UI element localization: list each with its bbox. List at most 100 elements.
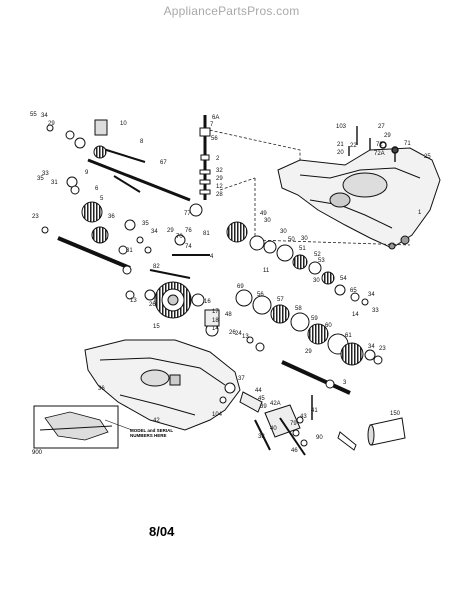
callout-6A: 6A: [212, 115, 219, 121]
callout-43: 43: [300, 414, 307, 420]
watermark: AppliancePartsPros.com: [163, 4, 300, 18]
callout-28: 28: [216, 192, 223, 198]
callout-33: 33: [42, 171, 49, 177]
callout-14: 14: [212, 326, 219, 332]
callout-72A: 72A: [374, 151, 385, 157]
callout-2: 2: [216, 156, 220, 162]
callout-40: 40: [270, 426, 277, 432]
footer-date: 8/04: [149, 524, 175, 539]
callout-48: 48: [225, 312, 232, 318]
callout-34: 34: [368, 344, 375, 350]
callout-34: 34: [368, 292, 375, 298]
callout-29: 29: [167, 228, 174, 234]
callout-34: 34: [41, 113, 48, 119]
callout-9: 9: [85, 170, 89, 176]
callout-36: 36: [108, 214, 115, 220]
callout-21: 21: [337, 142, 344, 148]
model-serial-note: MODEL and SERIAL NUMBERS HERE: [130, 428, 174, 438]
callout-61: 61: [345, 333, 352, 339]
callout-13: 13: [130, 298, 137, 304]
callout-33: 33: [372, 308, 379, 314]
callout-76: 76: [185, 228, 192, 234]
callout-7: 7: [210, 122, 214, 128]
callout-29: 29: [216, 176, 223, 182]
callout-26: 26: [229, 330, 236, 336]
gear-stack: [226, 221, 369, 366]
callout-60: 60: [325, 323, 332, 329]
callout-58: 58: [295, 306, 302, 312]
callout-27: 27: [378, 124, 385, 130]
callout-5: 5: [100, 196, 104, 202]
callout-30: 30: [313, 278, 320, 284]
callout-3: 3: [343, 380, 347, 386]
inset-leader: [104, 419, 133, 431]
callout-56: 56: [257, 292, 264, 298]
callout-59: 59: [311, 316, 318, 322]
callout-26: 26: [149, 302, 156, 308]
callout-55: 55: [30, 112, 37, 118]
callout-50: 50: [288, 237, 295, 243]
callout-56: 56: [211, 136, 218, 142]
callout-15: 15: [153, 324, 160, 330]
callout-42A: 42A: [270, 401, 281, 407]
callout-103: 103: [336, 124, 347, 130]
callout-90: 90: [316, 435, 323, 441]
callout-12: 12: [216, 184, 223, 190]
callout-13: 13: [242, 334, 249, 340]
axle-shaft: [41, 219, 156, 301]
callout-54: 54: [340, 276, 347, 282]
vertical-shaft: [199, 115, 211, 200]
callout-67: 67: [160, 160, 167, 166]
callout-77: 77: [184, 211, 191, 217]
callout-29: 29: [384, 133, 391, 139]
callout-25: 25: [424, 154, 431, 160]
callout-31: 31: [51, 180, 58, 186]
callout-53: 53: [318, 258, 325, 264]
callout-18: 18: [212, 318, 219, 324]
callout-30: 30: [264, 218, 271, 224]
top-bolts: [348, 126, 399, 162]
callout-20: 20: [337, 150, 344, 156]
callout-42: 42: [153, 418, 160, 424]
bevel-gear: [149, 203, 220, 337]
callout-79: 79: [290, 421, 297, 427]
callout-71: 71: [404, 141, 411, 147]
callout-23: 23: [379, 346, 386, 352]
callout-6: 6: [95, 186, 99, 192]
callout-65: 65: [350, 288, 357, 294]
callout-8: 8: [140, 139, 144, 145]
upper-left-shaft: [46, 119, 191, 223]
callout-1: 1: [418, 210, 422, 216]
callout-36: 36: [98, 386, 105, 392]
callout-29: 29: [305, 349, 312, 355]
callout-51: 51: [299, 246, 306, 252]
callout-10: 10: [120, 121, 127, 127]
callout-104: 104: [212, 412, 223, 418]
callout-16: 16: [204, 299, 211, 305]
callout-30: 30: [280, 229, 287, 235]
callout-4: 4: [210, 254, 214, 260]
callout-11: 11: [263, 268, 270, 274]
callout-45: 45: [258, 396, 265, 402]
callout-74: 74: [185, 244, 192, 250]
callout-23: 23: [32, 214, 39, 220]
callout-17: 17: [212, 309, 219, 315]
callout-34: 34: [151, 229, 158, 235]
callout-150: 150: [390, 411, 401, 417]
lower-housing: [84, 339, 241, 431]
callout-46: 46: [291, 448, 298, 454]
callout-37: 37: [238, 376, 245, 382]
callout-31: 31: [126, 248, 133, 254]
callout-44: 44: [255, 388, 262, 394]
callout-24: 24: [235, 331, 242, 337]
callout-49: 49: [260, 211, 267, 217]
callout-41: 41: [311, 408, 318, 414]
callout-30: 30: [301, 236, 308, 242]
callout-14: 14: [352, 312, 359, 318]
callout-38: 38: [258, 434, 265, 440]
callout-39: 39: [260, 404, 267, 410]
inset-label: 900: [32, 450, 43, 456]
callout-35: 35: [142, 221, 149, 227]
